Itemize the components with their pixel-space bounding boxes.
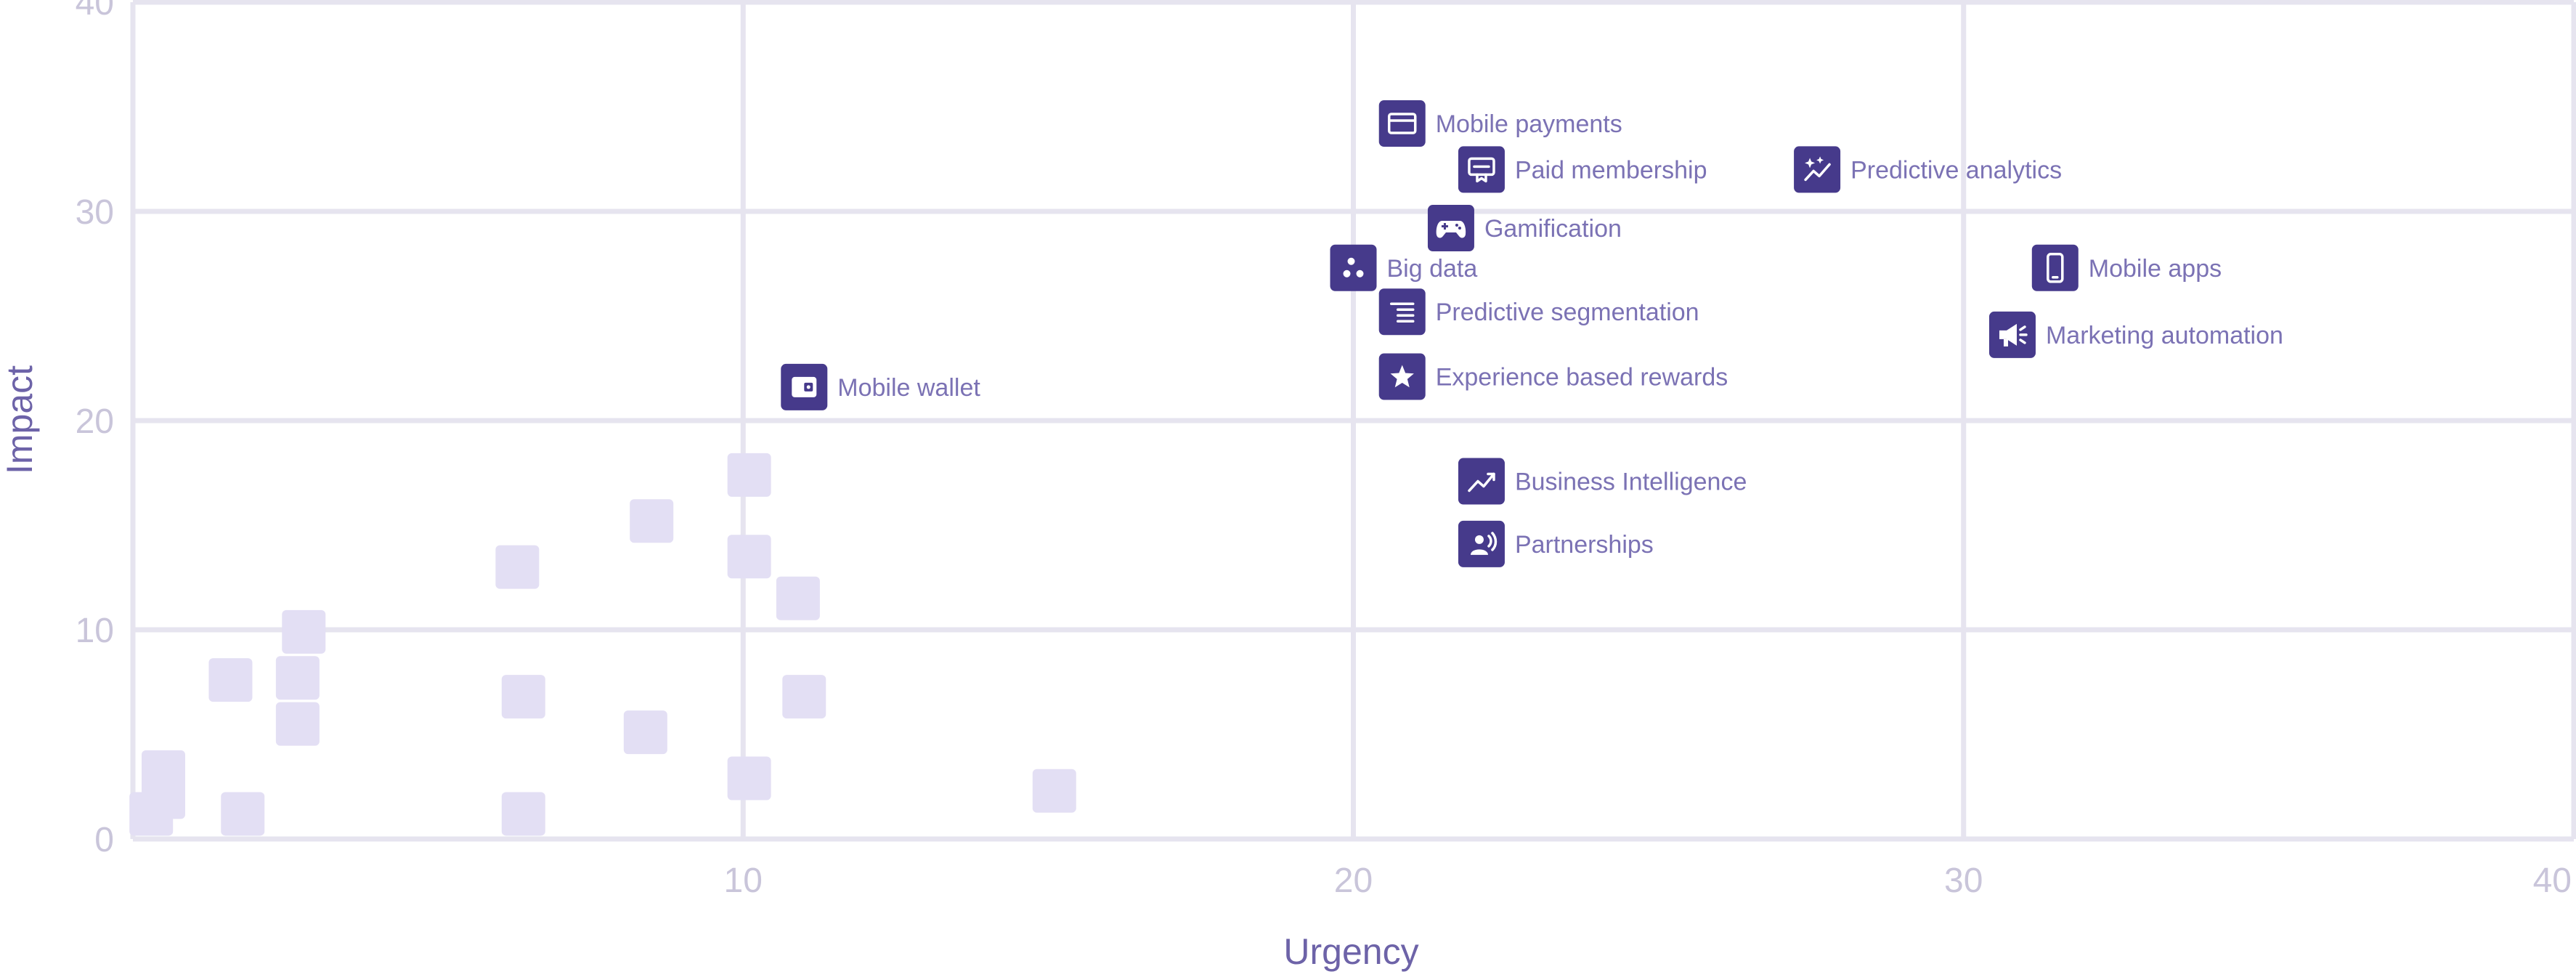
y-axis-ticks: 0 10 20 30 40 [76,0,114,859]
labeled-point: Mobile payments [1378,100,1622,147]
unlabeled-point [776,576,820,620]
x-tick-label: 20 [1334,862,1373,900]
megaphone-icon [1999,323,2028,346]
labeled-point: Predictive analytics [1794,146,2062,193]
list-icon [1389,302,1415,323]
person-voice-icon [1470,532,1498,555]
labeled-point: Gamification [1427,205,1622,252]
labeled-point: Experience based rewards [1378,353,1728,400]
unlabeled-point [142,750,186,794]
membership-card-icon [1468,157,1495,183]
labeled-point: Big data [1330,244,1478,291]
point-label: Business Intelligence [1515,469,1747,496]
point-marker [1458,458,1505,505]
point-label: Mobile payments [1436,110,1622,138]
gamepad-icon [1436,221,1466,238]
point-marker [1330,244,1377,291]
point-label: Experience based rewards [1436,364,1728,392]
y-axis-title: Impact [0,365,40,474]
point-label: Partnerships [1515,531,1654,559]
unlabeled-point [275,702,320,746]
unlabeled-point [501,792,545,836]
point-label: Mobile apps [2089,255,2222,283]
x-axis-title: Urgency [1283,931,1418,972]
labeled-point: Mobile wallet [781,363,980,410]
y-tick-label: 10 [76,612,114,650]
unlabeled-point [623,710,667,755]
point-marker [1378,100,1426,147]
trend-line-icon [1468,472,1495,492]
point-label: Gamification [1484,215,1622,243]
point-label: Marketing automation [2046,322,2283,349]
credit-card-icon [1387,113,1417,134]
unlabeled-point [630,499,674,543]
labeled-point: Partnerships [1458,520,1654,567]
unlabeled-point [501,675,545,719]
point-label: Predictive segmentation [1436,299,1699,326]
labeled-point: Paid membership [1458,146,1707,193]
x-axis-ticks: 10 20 30 40 [724,862,2572,900]
point-marker [1458,520,1505,567]
labeled-point: Mobile apps [2031,244,2222,291]
point-marker [2031,244,2079,291]
y-tick-label: 30 [76,193,114,232]
point-label: Mobile wallet [837,374,980,402]
x-tick-label: 30 [1944,862,1983,900]
smartphone-icon [2047,253,2064,283]
unlabeled-point [221,792,265,836]
star-icon [1390,365,1414,388]
labeled-point: Business Intelligence [1458,458,1747,505]
x-tick-label: 10 [724,862,763,900]
labeled-point: Marketing automation [1988,311,2283,358]
unlabeled-point [1032,769,1076,813]
point-marker [1794,146,1841,193]
unlabeled-point [495,545,540,589]
wallet-icon [792,376,817,397]
y-tick-label: 0 [94,821,114,859]
unlabeled-point [727,756,771,800]
unlabeled-point [208,658,253,702]
sparkle-chart-icon [1804,156,1831,182]
dots-icon [1343,257,1364,277]
unlabeled-point [282,609,326,654]
point-label: Predictive analytics [1850,156,2062,184]
point-label: Big data [1387,255,1478,283]
point-marker [1378,288,1426,336]
unlabeled-point [782,675,826,719]
unlabeled-points [129,453,1076,836]
labeled-point: Predictive segmentation [1378,288,1699,336]
point-marker [1458,146,1505,193]
chart-grid [130,0,2576,842]
y-tick-label: 40 [76,0,114,23]
point-label: Paid membership [1515,156,1707,184]
x-tick-label: 40 [2533,862,2572,900]
y-tick-label: 20 [76,402,114,441]
unlabeled-point [727,453,771,497]
unlabeled-point [727,535,771,579]
unlabeled-point [275,656,320,700]
